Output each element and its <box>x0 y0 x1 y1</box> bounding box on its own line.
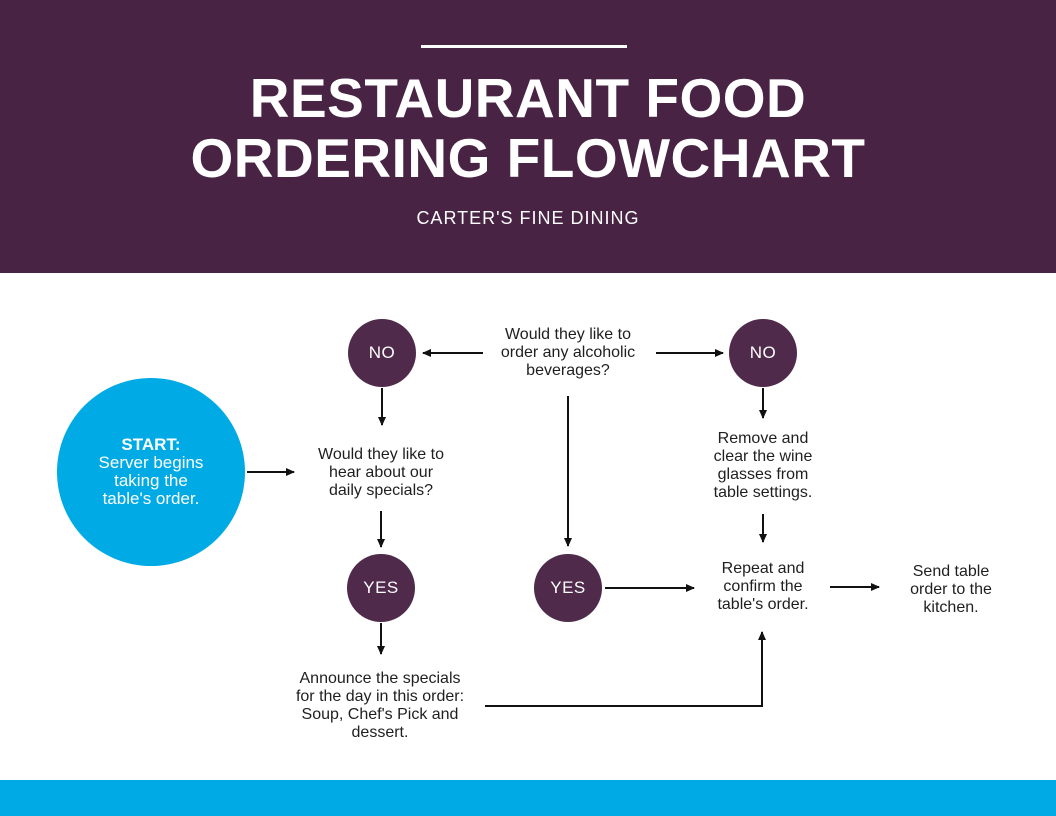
decision-yes-specials: YES <box>347 554 415 622</box>
question-alcoholic-beverages: Would they like to order any alcoholic b… <box>501 326 635 380</box>
line-1: Repeat and <box>721 560 805 577</box>
line-3: glasses from <box>717 466 809 483</box>
line-3: beverages? <box>526 362 610 379</box>
step-announce-specials: Announce the specials for the day in thi… <box>296 670 464 742</box>
line-3: Soup, Chef's Pick and <box>301 706 459 723</box>
step-repeat-confirm-order: Repeat and confirm the table's order. <box>717 560 808 614</box>
line-1: Would they like to <box>318 446 444 463</box>
decision-label: YES <box>363 578 399 597</box>
header-banner: RESTAURANT FOOD ORDERING FLOWCHART CARTE… <box>0 0 1056 273</box>
step-remove-wine-glasses: Remove and clear the wine glasses from t… <box>714 430 813 502</box>
question-daily-specials: Would they like to hear about our daily … <box>318 446 444 500</box>
start-label: START: <box>121 435 181 454</box>
line-1: Announce the specials <box>299 670 461 687</box>
decision-no-specials: NO <box>348 319 416 387</box>
title-line-2: ORDERING FLOWCHART <box>190 127 866 189</box>
decision-no-alcohol: NO <box>729 319 797 387</box>
line-2: hear about our <box>328 464 434 481</box>
decision-label: YES <box>550 578 586 597</box>
start-node-text: START: Server begins taking the table's … <box>99 436 204 508</box>
start-line-1: Server begins <box>98 453 204 472</box>
line-3: table's order. <box>717 596 809 613</box>
title-line-1: RESTAURANT FOOD <box>249 67 807 129</box>
page-subtitle: CARTER'S FINE DINING <box>416 208 640 228</box>
line-1: Remove and <box>717 430 809 447</box>
step-send-order-kitchen: Send table order to the kitchen. <box>910 563 992 617</box>
line-2: order any alcoholic <box>500 344 636 361</box>
page-title: RESTAURANT FOOD ORDERING FLOWCHART <box>0 68 1056 188</box>
line-4: dessert. <box>351 724 409 741</box>
line-2: order to the <box>910 581 992 598</box>
line-1: Send table <box>912 563 990 580</box>
line-4: table settings. <box>713 484 813 501</box>
line-3: daily specials? <box>328 482 434 499</box>
start-line-2: taking the <box>114 471 188 490</box>
footer-accent-bar <box>0 780 1056 816</box>
line-2: clear the wine <box>713 448 813 465</box>
line-2: confirm the <box>723 578 803 595</box>
line-3: kitchen. <box>923 599 979 616</box>
line-2: for the day in this order: <box>295 688 465 705</box>
connector-announce-to-repeat <box>485 631 766 707</box>
decorative-rule <box>421 45 627 48</box>
decision-label: NO <box>749 343 777 362</box>
start-line-3: table's order. <box>102 489 200 508</box>
decision-label: NO <box>368 343 396 362</box>
start-node: START: Server begins taking the table's … <box>57 378 245 566</box>
line-1: Would they like to <box>504 326 631 343</box>
decision-yes-alcohol: YES <box>534 554 602 622</box>
